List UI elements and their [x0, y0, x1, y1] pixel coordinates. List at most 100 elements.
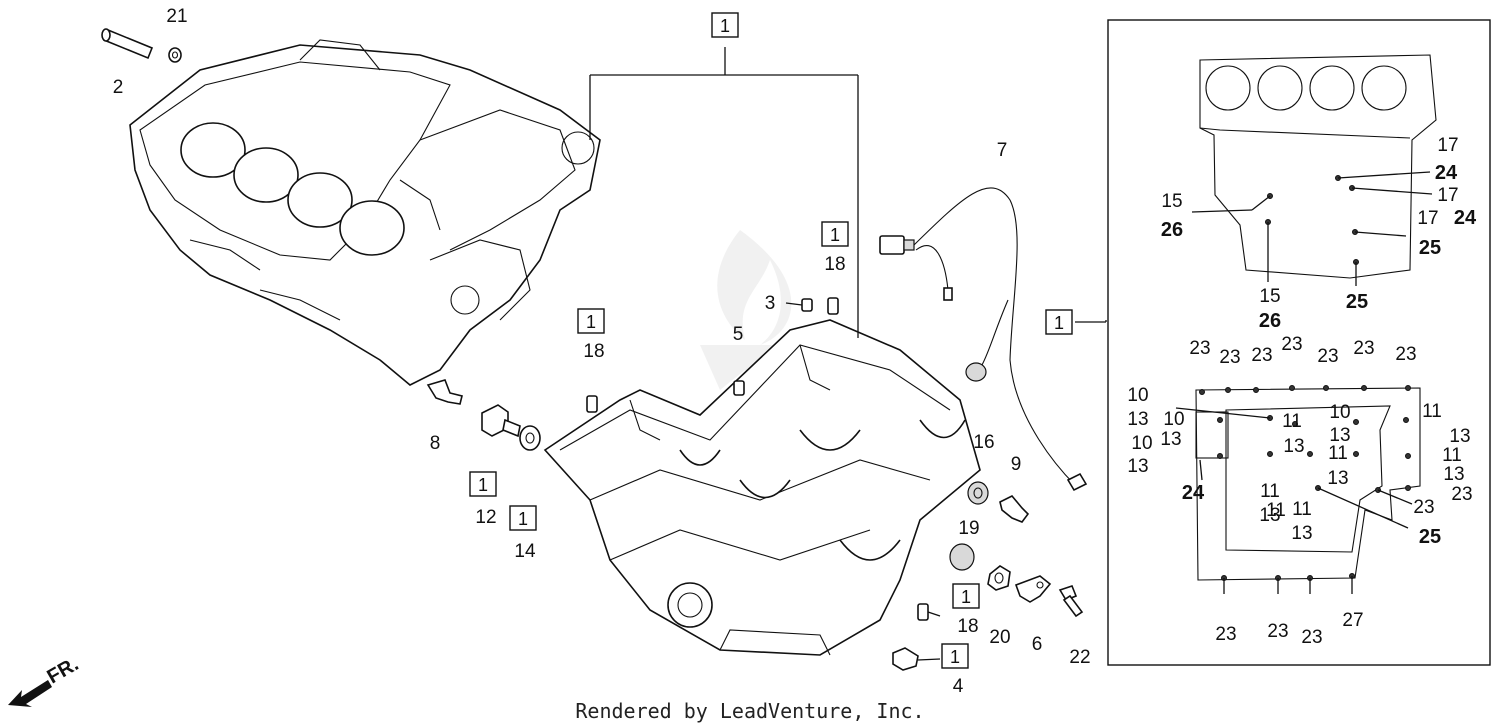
svg-text:23: 23 — [1451, 484, 1472, 505]
svg-text:24: 24 — [1435, 162, 1458, 184]
svg-text:25: 25 — [1419, 526, 1441, 548]
svg-text:18: 18 — [583, 341, 604, 362]
svg-text:22: 22 — [1069, 647, 1090, 668]
svg-text:20: 20 — [989, 627, 1010, 648]
svg-text:3: 3 — [765, 293, 776, 314]
part-7-harness — [879, 187, 1088, 492]
leader-lines — [589, 47, 1107, 661]
front-direction-arrow-icon: FR. — [8, 653, 82, 707]
svg-text:13: 13 — [1259, 505, 1280, 526]
svg-text:24: 24 — [1182, 482, 1205, 504]
svg-text:23: 23 — [1395, 344, 1416, 365]
svg-text:1: 1 — [478, 475, 488, 495]
svg-text:13: 13 — [1160, 429, 1181, 450]
lower-detail-right-col: 11 13 11 13 23 — [1422, 401, 1472, 505]
part-18-dowel-b — [586, 395, 598, 413]
part-2-pin — [101, 28, 154, 60]
part-5-dowel — [733, 380, 745, 396]
part-16-seal — [967, 481, 989, 505]
svg-text:1: 1 — [586, 312, 596, 332]
svg-text:5: 5 — [733, 324, 744, 345]
lower-detail-bottom-row: 24 23 25 23 23 23 27 — [1182, 482, 1441, 648]
svg-text:23: 23 — [1317, 346, 1338, 367]
svg-text:11: 11 — [1442, 445, 1462, 466]
lower-detail-top-row: 23 23 23 23 23 23 23 — [1189, 334, 1416, 368]
part-12-bolt — [481, 404, 521, 438]
svg-text:13: 13 — [1127, 456, 1148, 477]
svg-text:18: 18 — [824, 254, 845, 275]
svg-text:13: 13 — [1329, 425, 1350, 446]
svg-text:1: 1 — [950, 647, 960, 667]
svg-text:23: 23 — [1215, 624, 1236, 645]
svg-text:26: 26 — [1161, 219, 1183, 241]
svg-text:23: 23 — [1413, 497, 1434, 518]
part-20-nut — [987, 565, 1011, 591]
svg-text:11: 11 — [1422, 401, 1442, 422]
svg-text:25: 25 — [1346, 291, 1368, 313]
svg-text:11: 11 — [1328, 443, 1348, 464]
svg-text:1: 1 — [830, 225, 840, 245]
svg-text:19: 19 — [958, 518, 979, 539]
svg-text:8: 8 — [430, 433, 441, 454]
svg-text:7: 7 — [997, 140, 1008, 161]
svg-text:16: 16 — [973, 432, 994, 453]
svg-text:10: 10 — [1329, 402, 1350, 423]
upper-crankcase — [129, 39, 601, 386]
svg-text:13: 13 — [1283, 436, 1304, 457]
svg-text:23: 23 — [1301, 627, 1322, 648]
svg-text:2: 2 — [113, 77, 124, 98]
svg-text:23: 23 — [1189, 338, 1210, 359]
svg-text:1: 1 — [1054, 313, 1064, 333]
boxed-label-18c: 1 — [952, 583, 980, 609]
svg-text:12: 12 — [475, 507, 496, 528]
lower-gasket-outline — [1175, 385, 1421, 594]
svg-text:4: 4 — [953, 676, 964, 697]
svg-text:10: 10 — [1163, 409, 1184, 430]
svg-text:11: 11 — [1292, 499, 1312, 520]
part-18-dowel-a — [827, 297, 839, 315]
svg-text:11: 11 — [1260, 481, 1280, 502]
svg-text:18: 18 — [957, 616, 978, 637]
part-6-clamp — [1014, 575, 1052, 603]
svg-text:27: 27 — [1342, 610, 1363, 631]
svg-text:13: 13 — [1291, 523, 1312, 544]
svg-text:23: 23 — [1219, 347, 1240, 368]
svg-text:23: 23 — [1353, 338, 1374, 359]
part-4-plug — [892, 647, 919, 671]
svg-text:1: 1 — [961, 587, 971, 607]
svg-text:13: 13 — [1127, 409, 1148, 430]
boxed-label-12: 1 — [469, 471, 497, 497]
boxed-label-top: 1 — [711, 12, 739, 38]
svg-text:1: 1 — [720, 16, 730, 36]
boxed-label-right: 1 — [1045, 309, 1073, 335]
lower-detail-left-col: 10 13 10 10 13 13 — [1127, 385, 1184, 477]
svg-text:11: 11 — [1266, 500, 1286, 521]
svg-text:26: 26 — [1259, 310, 1281, 332]
svg-text:23: 23 — [1251, 345, 1272, 366]
svg-text:15: 15 — [1259, 286, 1280, 307]
part-18-dowel-c — [917, 603, 929, 621]
svg-text:23: 23 — [1267, 621, 1288, 642]
callout-numbers: 2 21 18 3 18 5 7 8 12 14 16 9 19 18 20 6… — [113, 6, 1091, 697]
svg-text:21: 21 — [166, 6, 187, 27]
render-credit: Rendered by LeadVenture, Inc. — [575, 699, 924, 723]
part-8-sensor — [426, 379, 463, 405]
svg-text:14: 14 — [514, 541, 536, 562]
part-19-collar — [949, 543, 975, 571]
svg-text:1: 1 — [518, 509, 528, 529]
svg-text:13: 13 — [1449, 426, 1470, 447]
svg-text:11: 11 — [1282, 411, 1302, 432]
svg-text:9: 9 — [1011, 454, 1022, 475]
lower-detail-middle: 11 10 13 11 13 11 11 13 11 13 13 — [1259, 402, 1350, 544]
svg-text:25: 25 — [1419, 237, 1441, 259]
upper-gasket-outline — [1191, 54, 1437, 286]
svg-text:23: 23 — [1281, 334, 1302, 355]
boxed-label-18b: 1 — [577, 308, 605, 334]
part-3-dowel — [801, 298, 813, 312]
svg-text:17: 17 — [1417, 208, 1438, 229]
part-22-bolt — [1058, 585, 1084, 618]
svg-text:17: 17 — [1437, 135, 1458, 156]
part-21-washer — [168, 47, 182, 63]
svg-text:17: 17 — [1437, 185, 1458, 206]
